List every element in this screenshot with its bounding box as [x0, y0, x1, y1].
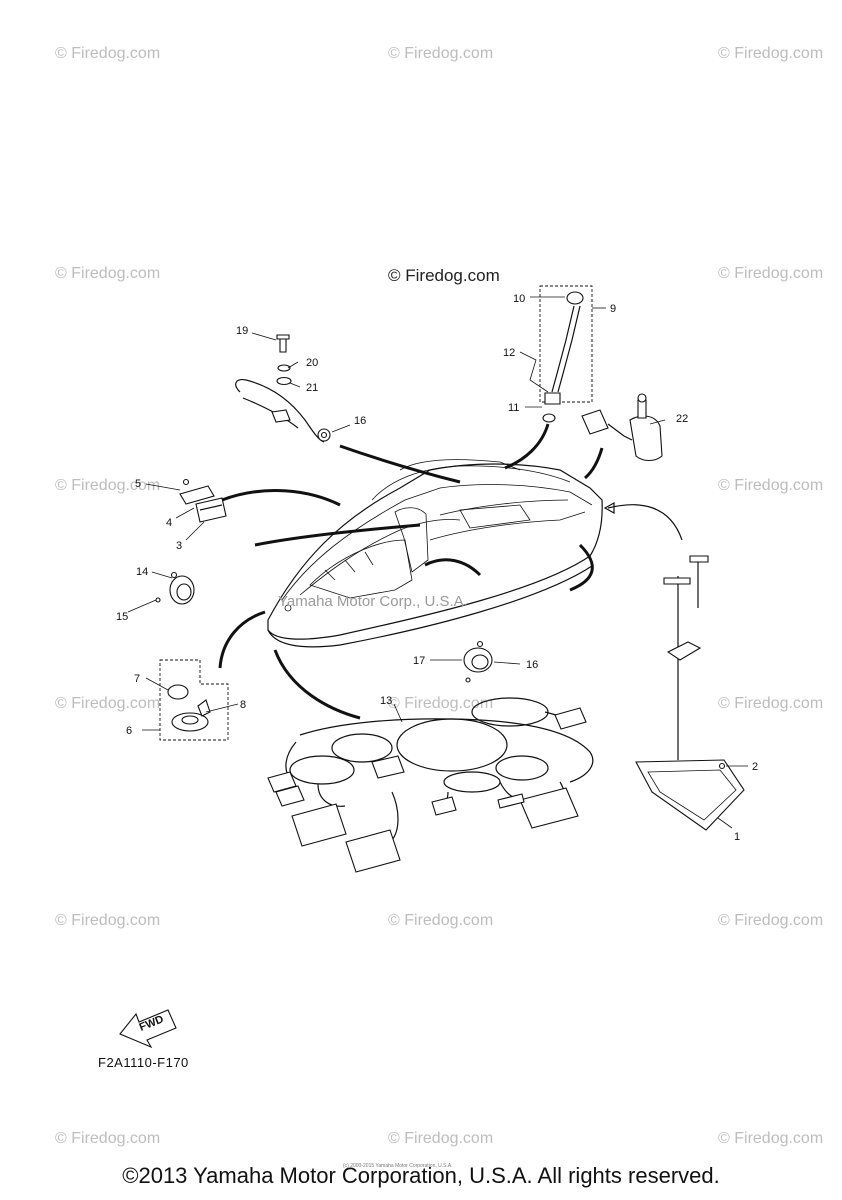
callout-3: 3	[176, 540, 182, 552]
watermark: © Firedog.com	[718, 45, 823, 62]
callout-6: 6	[126, 725, 132, 737]
watermark: © Firedog.com	[55, 477, 160, 494]
boat-hull: Yamaha Motor Corp., U.S.A.	[267, 459, 603, 648]
bolt-and-washers	[276, 334, 292, 386]
watermark: © Firedog.com	[388, 45, 493, 62]
callouts: 10 9 12 11 19 20 21 16 22 5 4 3 14 15 7 …	[116, 293, 758, 843]
callout-1: 1	[734, 831, 740, 843]
callout-17: 17	[413, 655, 425, 667]
vent-part-14	[155, 571, 195, 605]
fwd-arrow: FWD	[119, 1009, 177, 1049]
callout-19: 19	[236, 325, 248, 337]
watermark: © Firedog.com	[388, 695, 493, 712]
callout-16-bottom: 16	[526, 659, 538, 671]
watermark: © Firedog.com	[388, 1130, 493, 1147]
connection-arrows	[218, 423, 683, 720]
watermark: © Firedog.com	[388, 912, 493, 929]
watermark: © Firedog.com	[718, 695, 823, 712]
watermark: © Firedog.com	[55, 265, 160, 282]
watermark: © Firedog.com	[55, 45, 160, 62]
callout-4: 4	[166, 517, 172, 529]
watermark: © Firedog.com	[718, 477, 823, 494]
diagram-code: F2A1110-F170	[98, 1055, 189, 1070]
callout-10: 10	[513, 293, 525, 305]
callout-8: 8	[240, 699, 246, 711]
watermark: © Firedog.com	[718, 912, 823, 929]
callout-21: 21	[306, 382, 318, 394]
watermark: © Firedog.com	[718, 1130, 823, 1147]
callout-15: 15	[116, 611, 128, 623]
callout-14: 14	[136, 566, 148, 578]
drain-plug-assembly	[159, 659, 229, 741]
tiny-footer-text: (c) 2000-2015 Yamaha Motor Corporation, …	[343, 1163, 453, 1169]
callout-11: 11	[508, 402, 519, 414]
wire-harness	[267, 697, 594, 873]
callout-2: 2	[752, 761, 758, 773]
hull-ghost-text: Yamaha Motor Corp., U.S.A.	[278, 593, 468, 610]
callout-16-top: 16	[354, 415, 366, 427]
watermark: © Firedog.com	[55, 912, 160, 929]
vent-part-17	[463, 640, 493, 683]
copyright-notice: ©2013 Yamaha Motor Corporation, U.S.A. A…	[122, 1163, 720, 1188]
cleat-parts	[179, 478, 227, 523]
callout-20: 20	[306, 357, 318, 369]
battery-box	[635, 555, 745, 831]
callout-5: 5	[135, 478, 141, 490]
callout-22: 22	[676, 413, 688, 425]
fuel-filler-assembly	[539, 285, 593, 423]
watermark: © Firedog.com	[718, 265, 823, 282]
callout-9: 9	[610, 303, 616, 315]
callout-12: 12	[503, 347, 515, 359]
callout-13: 13	[380, 695, 392, 707]
watermark-grid: © Firedog.com © Firedog.com © Firedog.co…	[55, 45, 823, 1147]
watermark: © Firedog.com	[55, 695, 160, 712]
leader-lines	[127, 296, 748, 829]
watermark: © Firedog.com	[55, 1130, 160, 1147]
switch-part-22	[581, 393, 663, 462]
center-watermark: © Firedog.com	[388, 266, 500, 285]
bow-rope	[235, 379, 331, 443]
callout-7: 7	[134, 673, 140, 685]
